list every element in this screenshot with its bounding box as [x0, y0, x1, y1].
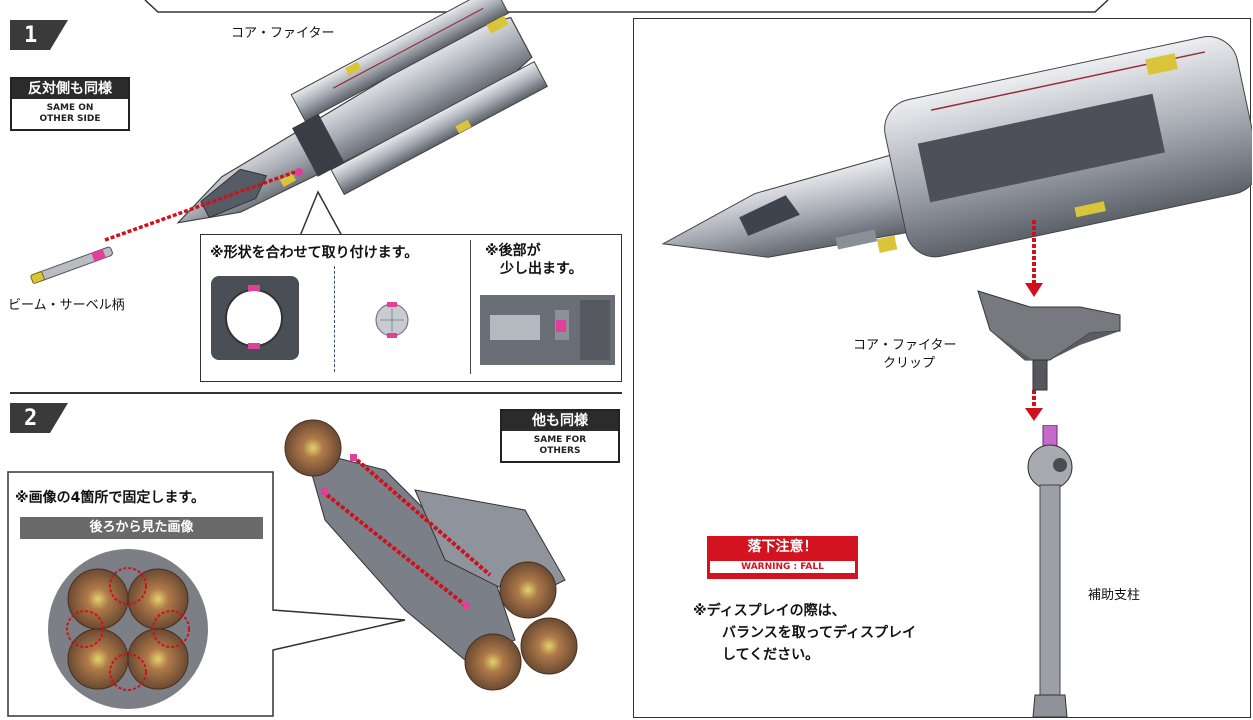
step-2-number: 2: [24, 405, 38, 431]
step-1-number: 1: [24, 22, 38, 48]
beam-saber-handle: [30, 246, 113, 284]
note-rear-line1: ※後部が: [485, 243, 541, 259]
clip-label-line2: クリップ: [883, 356, 936, 371]
display-note-line2: バランスを取ってディスプレイ: [722, 625, 917, 641]
warning-fall-label: 落下注意！ WARNING : FALL: [707, 536, 858, 579]
step2-illustration: [284, 419, 578, 691]
note-fix-four-points: ※画像の4箇所で固定します。: [15, 490, 205, 506]
note-rear-line2: 少し出ます。: [500, 261, 583, 277]
same-for-others-sub1: SAME FOR: [533, 435, 587, 445]
support-pillar: [1027, 425, 1073, 717]
rear-view-image: [48, 549, 208, 709]
same-for-others-box: 他も同様 SAME FOR OTHERS: [500, 409, 620, 463]
same-on-other-side-sub2: OTHER SIDE: [39, 114, 101, 124]
down-arrows: [1025, 220, 1043, 421]
core-fighter-label: コア・ファイター: [231, 26, 335, 41]
core-fighter-illustration: [176, 0, 549, 224]
rear-closeup: [480, 295, 615, 365]
warning-title: 落下注意！: [747, 539, 818, 555]
same-on-other-side-box: 反対側も同様 SAME ON OTHER SIDE: [10, 77, 130, 131]
peg-closeup: [375, 302, 409, 338]
display-note-line3: してください。: [722, 647, 820, 663]
panel-divider: [470, 240, 471, 374]
same-for-others-title: 他も同様: [502, 411, 618, 431]
clip-label-line1: コア・ファイター: [853, 338, 957, 353]
dashed-divider: [334, 266, 335, 372]
socket-closeup: [211, 276, 299, 360]
callout-pointer: [299, 190, 343, 237]
display-note-line1: ※ディスプレイの際は、: [693, 603, 846, 619]
section-separator: [10, 392, 622, 394]
same-on-other-side-sub1: SAME ON: [46, 103, 94, 113]
same-on-other-side-title: 反対側も同様: [12, 79, 128, 99]
step-1-badge: 1: [10, 20, 68, 50]
core-fighter-clip: [977, 290, 1121, 391]
support-label: 補助支柱: [1088, 588, 1141, 603]
rear-view-label: 後ろから見た画像: [20, 517, 263, 539]
attach-arrow: [104, 170, 296, 242]
beam-saber-label: ビーム・サーベル柄: [8, 298, 125, 313]
note-shape-match: ※形状を合わせて取り付けます。: [210, 245, 419, 261]
same-for-others-sub2: OTHERS: [539, 446, 581, 456]
step-2-badge: 2: [10, 403, 68, 433]
panel-cover: [281, 236, 361, 242]
core-fighter-large: [661, 36, 1252, 258]
top-frame-line: [144, 0, 1109, 13]
warning-subtitle: WARNING : FALL: [710, 561, 855, 573]
